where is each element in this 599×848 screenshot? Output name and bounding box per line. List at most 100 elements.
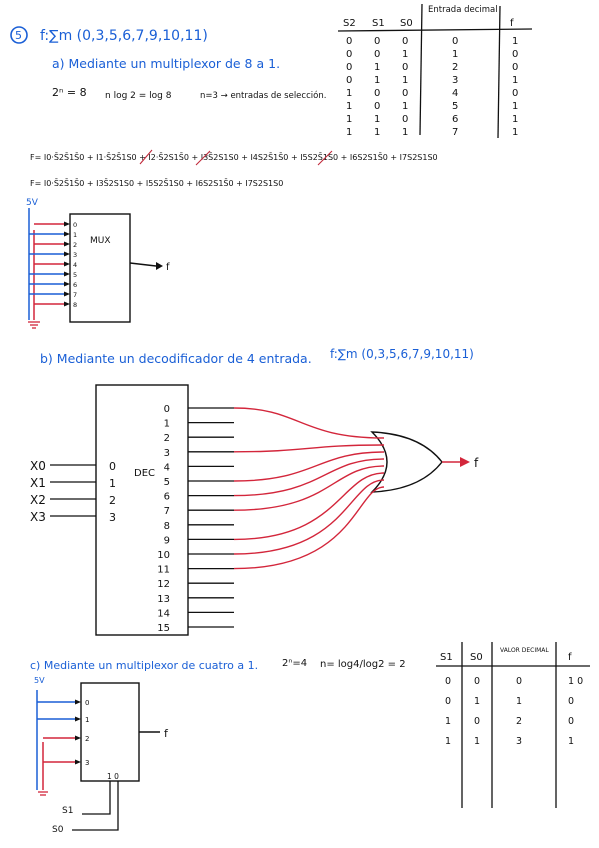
tt1-cell: 1 [512,101,518,112]
mux-a-input-arrow [64,301,70,307]
tt1-cell: 4 [452,88,458,99]
tt1-cell: 0 [512,49,518,60]
mux-a-input-label: 7 [73,291,77,299]
tt1-cell: 5 [452,101,458,112]
tt2-cell: 0 [568,716,574,727]
mux-a-input-label: 3 [73,251,77,259]
tt1-header-s0: S0 [400,18,413,29]
decoder-output-label: 11 [157,565,170,576]
or-input-wire [233,472,385,541]
tt2-cell: 0 [445,696,451,707]
tt1-cell: 7 [452,127,458,138]
tt1-cell: 1 [374,75,380,86]
tt2-cell: 2 [516,716,522,727]
tt1-cell: 1 [374,127,380,138]
mux-a-input-label: 4 [73,261,77,269]
part-a-calc1: 2ⁿ = 8 [52,86,87,99]
decoder-input-name: X3 [30,510,46,524]
mux-c-input-label: 0 [85,699,89,707]
tt1-cell: 0 [346,62,352,73]
part-c: c) Mediante un multiplexor de cuatro a 1… [30,642,590,835]
part-b-function: f:∑m (0,3,5,6,7,9,10,11) [330,347,474,361]
decoder-input-pin: 0 [109,460,116,473]
tt2-cell: 0 [445,676,451,687]
tt2-cell: 1 0 [568,676,583,687]
decoder-output-label: 5 [164,477,170,488]
decoder-input-name: X2 [30,493,46,507]
mux-c-s0-label: S0 [52,825,64,835]
tt2-header-decimal: VALOR DECIMAL [500,647,549,654]
part-a-equation-simplified: F= I0·S̄2S̄1S̄0 + I3S̄2S1S0 + I5S2S̄1S0 … [30,178,283,188]
tt2-cell: 1 [568,736,574,747]
tt2-cell: 1 [445,736,451,747]
or-input-wire [233,407,385,439]
tt1-cell: 1 [512,114,518,125]
or-input-wire [233,444,385,453]
tt1-cell: 1 [402,127,408,138]
mux-a-output-line [129,262,157,267]
tt1-cell: 0 [374,88,380,99]
part-b-title: b) Mediante un decodificador de 4 entrad… [40,351,312,366]
tt1-cell: 1 [346,127,352,138]
tt1-cell: 1 [402,75,408,86]
tt1-header-s2: S2 [343,18,356,29]
tt1-cell: 1 [346,101,352,112]
tt1-cell: 1 [512,75,518,86]
decoder-input-name: X0 [30,459,46,473]
mux-a-input-label: 0 [73,221,77,229]
tt2-header-f: f [568,652,572,663]
tt1-cell: 1 [402,49,408,60]
or-gate [370,431,443,493]
part-a-calc3: n=3 → entradas de selección. [200,90,326,101]
mux-a-input-label: 2 [73,241,77,249]
decoder-output-label: 10 [157,550,170,561]
tt1-cell: 1 [512,127,518,138]
part-a: a) Mediante un multiplexor de 8 a 1. 2ⁿ … [26,56,438,329]
tt1-header-decimal: Entrada decimal [428,5,498,15]
decoder-output-label: 13 [157,594,170,605]
tt2-cell: 0 [474,676,480,687]
mux-c-s0-wire [72,781,119,831]
mux-a-output-arrow [156,262,163,270]
tt1-header-rule [337,28,533,32]
tt1-cell: 0 [452,36,458,47]
tt1-cell: 0 [374,49,380,60]
mux-c-output-label: f [164,727,169,740]
tt1-cell: 1 [346,88,352,99]
mux-c-input-arrow [75,735,81,741]
tt1-cell: 3 [452,75,458,86]
problem-number: 5 [15,29,22,42]
part-c-title: c) Mediante un multiplexor de cuatro a 1… [30,659,258,672]
part-b: b) Mediante un decodificador de 4 entrad… [30,347,479,636]
part-c-calc2: n= log4/log2 = 2 [320,659,406,670]
tt2-cell: 3 [516,736,522,747]
mux-a-input-label: 5 [73,271,77,279]
mux-c-ground-symbol [38,791,48,796]
mux-c-s1-wire [82,781,111,815]
tt1-cell: 1 [402,101,408,112]
tt2-header-s1: S1 [440,652,453,663]
tt1-cell: 0 [346,36,352,47]
part-a-title: a) Mediante un multiplexor de 8 a 1. [52,56,280,71]
or-input-wire [233,458,385,497]
decoder-output-label: 14 [157,608,170,619]
mux-a-label: MUX [90,236,111,246]
tt1-cell: 0 [402,114,408,125]
mux-c-input-label: 1 [85,716,89,724]
tt1-header-s1: S1 [372,18,385,29]
mux-c-input-label: 3 [85,759,89,767]
tt1-cell: 0 [512,88,518,99]
decoder-output-label: 15 [157,623,170,634]
decoder-output-label: 1 [164,419,170,430]
mux-c-select-pins: 1 0 [107,772,119,781]
decoder-output-label: 4 [164,462,170,473]
tt1-cell: 1 [346,114,352,125]
mux-a-input-arrow [64,221,70,227]
eq-strikethroughs [139,149,333,166]
tt1-cell: 0 [346,49,352,60]
